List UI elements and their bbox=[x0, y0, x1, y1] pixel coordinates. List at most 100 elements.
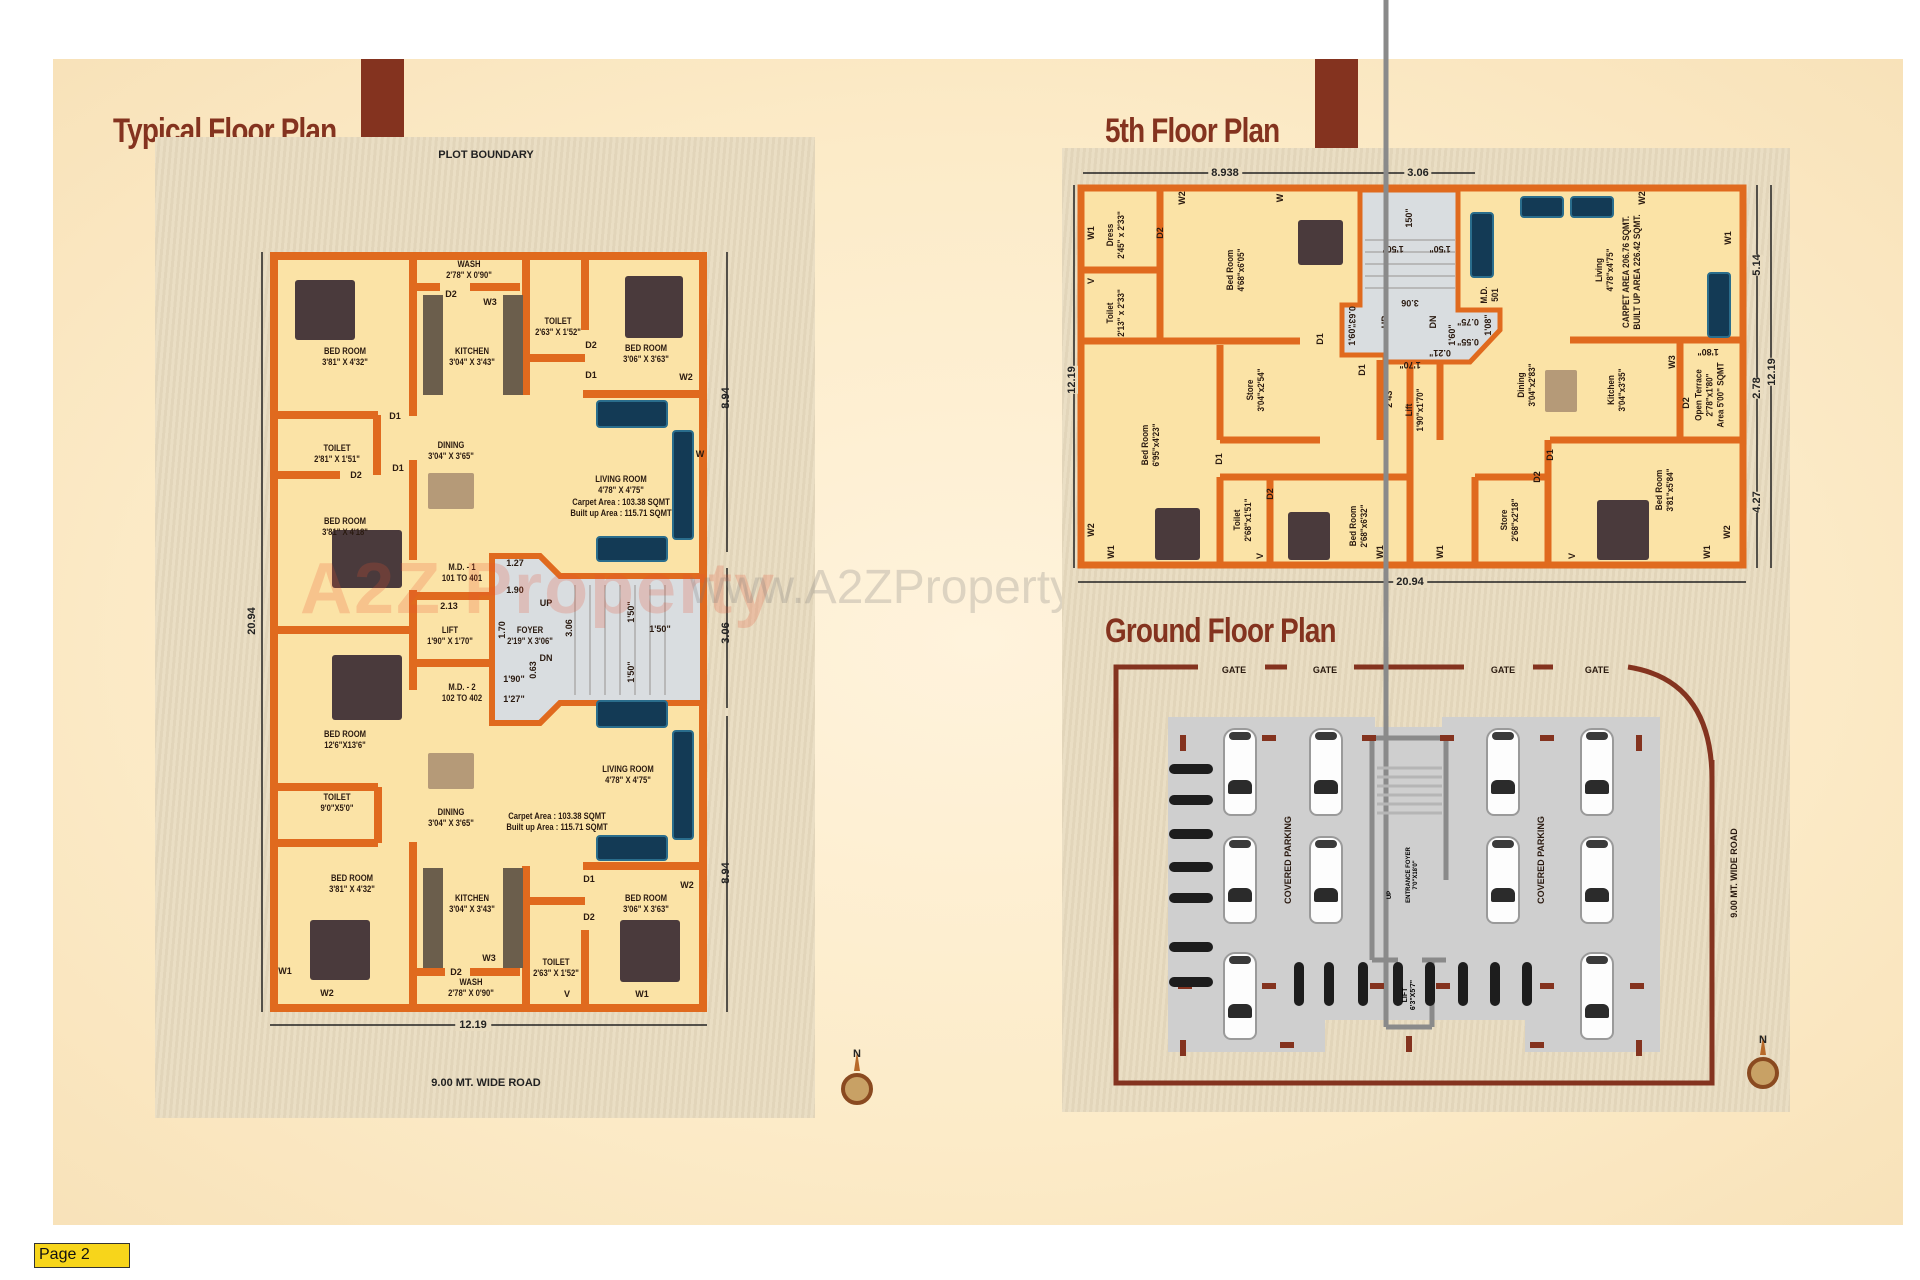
dim-top-left: 8.938 bbox=[1208, 167, 1242, 179]
north-compass-icon bbox=[1747, 1035, 1779, 1089]
car-icon bbox=[1486, 728, 1520, 816]
car-icon bbox=[1223, 728, 1257, 816]
window-tag: W1 bbox=[278, 966, 292, 976]
gate-label: GATE bbox=[1221, 665, 1247, 675]
bed bbox=[1288, 512, 1330, 560]
page-number-label: Page 2 bbox=[34, 1243, 130, 1268]
door-tag: D1 bbox=[389, 411, 401, 421]
car-icon bbox=[1486, 836, 1520, 924]
gate-label: GATE bbox=[1490, 665, 1516, 675]
bed bbox=[332, 655, 402, 720]
dining-table bbox=[428, 473, 474, 509]
motorbike-icon bbox=[1294, 962, 1304, 1006]
parking-floor bbox=[1168, 717, 1660, 1052]
sofa bbox=[1470, 212, 1494, 278]
stair-dim: 1'27" bbox=[503, 694, 525, 704]
motorbike-icon bbox=[1169, 942, 1213, 952]
bed bbox=[620, 920, 680, 982]
motorbike-icon bbox=[1393, 962, 1403, 1006]
dim-top-right: 3.06 bbox=[1404, 167, 1432, 179]
door-tag: D1 bbox=[392, 463, 404, 473]
watermark-url: www.A2ZProperty.in bbox=[690, 561, 1122, 614]
covered-parking-label: COVERED PARKING bbox=[1536, 816, 1546, 904]
stair-up-label: UP bbox=[1387, 890, 1393, 900]
window-tag: W1 bbox=[635, 989, 649, 999]
fifth-floor-plan-title: 5th Floor Plan bbox=[1105, 112, 1280, 150]
kitchen-counter bbox=[503, 868, 523, 968]
motorbike-icon bbox=[1169, 829, 1213, 839]
ground-stair-core bbox=[1369, 0, 1449, 1030]
north-label: N bbox=[853, 1048, 861, 1060]
motorbike-icon bbox=[1169, 977, 1213, 987]
covered-parking-label: COVERED PARKING bbox=[1283, 816, 1293, 904]
motorbike-icon bbox=[1169, 795, 1213, 805]
title-accent-bar bbox=[361, 59, 404, 147]
road-label: 9.00 MT. WIDE ROAD bbox=[431, 1077, 541, 1089]
bed bbox=[1155, 508, 1200, 560]
stair-up-label: UP bbox=[539, 598, 553, 608]
stair-dim: 1'50" bbox=[649, 624, 671, 634]
north-label: N bbox=[1759, 1034, 1767, 1046]
road-label: 9.00 MT. WIDE ROAD bbox=[1729, 828, 1739, 918]
sofa bbox=[596, 835, 668, 861]
title-accent-bar bbox=[1315, 59, 1358, 148]
fifth-stair-steps bbox=[1365, 239, 1455, 289]
sofa bbox=[672, 730, 694, 840]
motorbike-icon bbox=[1490, 962, 1500, 1006]
gate-label: GATE bbox=[1312, 665, 1338, 675]
stair-dn-label: DN bbox=[539, 653, 553, 663]
watermark-logo: A2Z Property bbox=[300, 549, 777, 629]
ventilator-tag: V bbox=[563, 989, 571, 999]
ground-stair-steps bbox=[1377, 766, 1442, 815]
car-icon bbox=[1309, 836, 1343, 924]
window-tag: W2 bbox=[679, 372, 693, 382]
door-tag: D2 bbox=[445, 289, 457, 299]
ground-boundary-wall bbox=[1113, 664, 1715, 1086]
door-tag: D1 bbox=[585, 370, 597, 380]
motorbike-icon bbox=[1324, 962, 1334, 1006]
door-tag: D2 bbox=[585, 340, 597, 350]
window-tag: W3 bbox=[483, 297, 497, 307]
car-icon bbox=[1580, 836, 1614, 924]
car-icon bbox=[1309, 728, 1343, 816]
dining-table bbox=[428, 753, 474, 789]
motorbike-icon bbox=[1169, 764, 1213, 774]
plot-boundary-label: PLOT BOUNDARY bbox=[438, 149, 534, 161]
car-icon bbox=[1580, 728, 1614, 816]
kitchen-counter bbox=[423, 868, 443, 968]
sofa bbox=[596, 400, 668, 428]
dim-bottom: 12.19 bbox=[455, 1019, 491, 1031]
typical-stair-steps bbox=[574, 585, 666, 695]
lift-dim: 2.13 bbox=[440, 601, 458, 611]
bed bbox=[1298, 220, 1343, 265]
stair-dim: 1'90" bbox=[503, 674, 525, 684]
bed bbox=[625, 276, 683, 338]
window-tag: W bbox=[695, 449, 705, 459]
sofa bbox=[596, 700, 668, 728]
kitchen-counter bbox=[503, 295, 523, 395]
motorbike-icon bbox=[1358, 962, 1368, 1006]
window-tag: W2 bbox=[320, 988, 334, 998]
